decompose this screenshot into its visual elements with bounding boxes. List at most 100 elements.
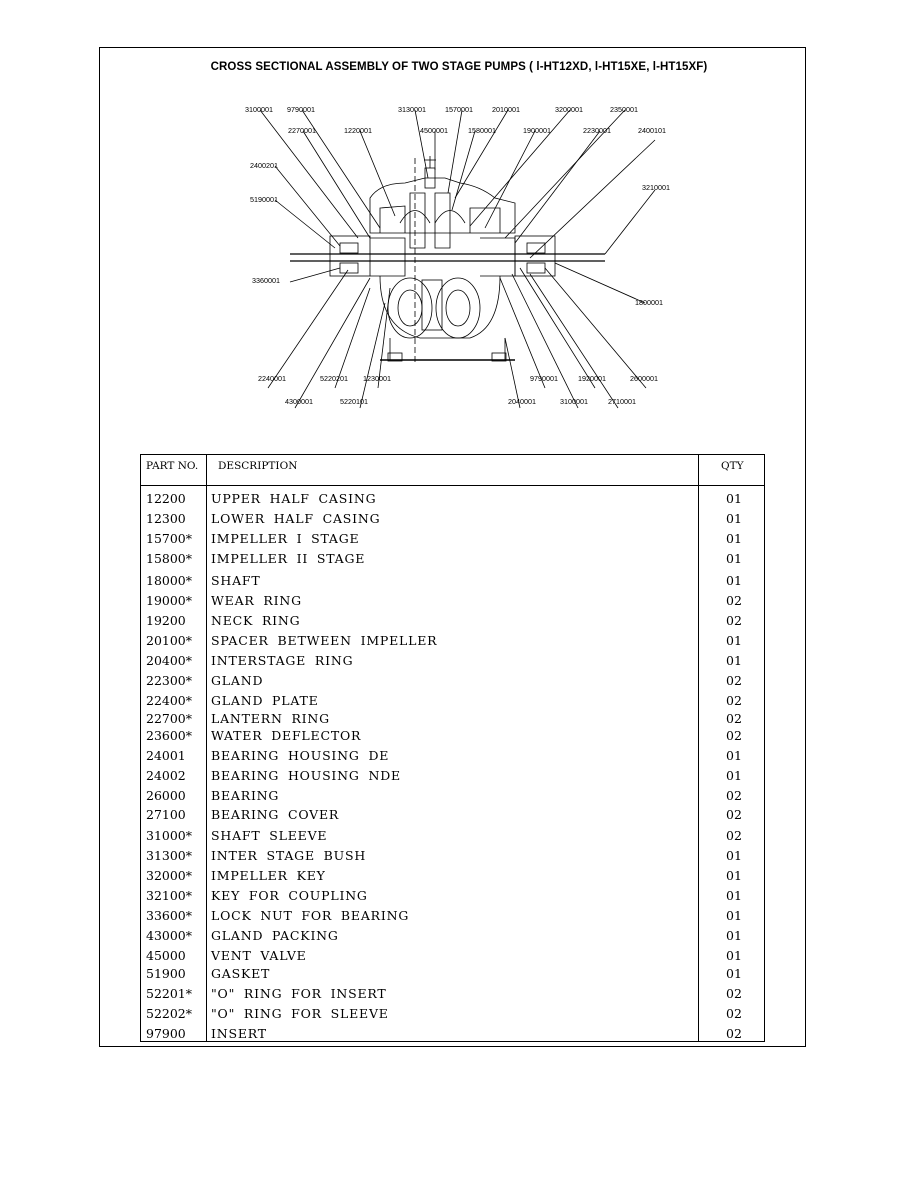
- callout-label: 1580001: [468, 126, 496, 135]
- description: INTERSTAGE RING: [211, 653, 354, 668]
- qty: 02: [726, 693, 742, 708]
- callout-label: 1570001: [445, 105, 473, 114]
- callout-label: 4500001: [420, 126, 448, 135]
- qty: 01: [726, 768, 742, 783]
- part-no: 31300*: [146, 848, 193, 863]
- part-no: 27100: [146, 807, 186, 822]
- description: WATER DEFLECTOR: [211, 728, 362, 743]
- table-row: 19200 NECK RING 02: [141, 613, 764, 631]
- part-no: 20100*: [146, 633, 193, 648]
- callout-label: 1920001: [578, 374, 606, 383]
- parts-table: PART NO. DESCRIPTION QTY 12200 UPPER HALF…: [140, 454, 765, 1042]
- callout-label: 2240001: [258, 374, 286, 383]
- description: BEARING HOUSING NDE: [211, 768, 401, 783]
- callout-label: 3210001: [642, 183, 670, 192]
- qty: 01: [726, 511, 742, 526]
- part-no: 32100*: [146, 888, 193, 903]
- description: IMPELLER II STAGE: [211, 551, 366, 566]
- qty: 01: [726, 551, 742, 566]
- part-no: 22300*: [146, 673, 193, 688]
- part-no: 52202*: [146, 1006, 193, 1021]
- qty: 01: [726, 748, 742, 763]
- callout-label: 2400101: [638, 126, 666, 135]
- qty: 01: [726, 653, 742, 668]
- table-row: 24002 BEARING HOUSING NDE 01: [141, 768, 764, 786]
- part-no: 15700*: [146, 531, 193, 546]
- qty: 02: [726, 728, 742, 743]
- qty: 02: [726, 711, 742, 726]
- part-no: 45000: [146, 948, 186, 963]
- description: VENT VALVE: [211, 948, 307, 963]
- callout-label: 3200001: [555, 105, 583, 114]
- qty: 01: [726, 491, 742, 506]
- page-title: CROSS SECTIONAL ASSEMBLY OF TWO STAGE PU…: [210, 61, 708, 73]
- table-header: PART NO. DESCRIPTION QTY: [141, 455, 764, 486]
- callout-label: 1800001: [635, 298, 663, 307]
- callout-label: 3130001: [398, 105, 426, 114]
- callout-label: 2710001: [608, 397, 636, 406]
- part-no: 19200: [146, 613, 186, 628]
- part-no: 33600*: [146, 908, 193, 923]
- qty: 01: [726, 888, 742, 903]
- description: BEARING COVER: [211, 807, 340, 822]
- qty: 01: [726, 848, 742, 863]
- description: NECK RING: [211, 613, 301, 628]
- callout-label: 2400201: [250, 161, 278, 170]
- callout-label: 5220201: [320, 374, 348, 383]
- part-no: 18000*: [146, 573, 193, 588]
- description: "O" RING FOR SLEEVE: [211, 1006, 389, 1021]
- header-part-no: PART NO.: [146, 460, 199, 472]
- table-row: 12200 UPPER HALF CASING 01: [141, 491, 764, 509]
- description: UPPER HALF CASING: [211, 491, 377, 506]
- part-no: 26000: [146, 788, 186, 803]
- callout-label: 1230001: [363, 374, 391, 383]
- part-no: 12300: [146, 511, 186, 526]
- page-border: [99, 47, 806, 1047]
- qty: 02: [726, 788, 742, 803]
- qty: 02: [726, 828, 742, 843]
- callout-label: 3360001: [252, 276, 280, 285]
- part-no: 12200: [146, 491, 186, 506]
- description: BEARING: [211, 788, 280, 803]
- callout-label: 1220001: [344, 126, 372, 135]
- callout-label: 3100001: [560, 397, 588, 406]
- header-qty: QTY: [721, 460, 744, 472]
- qty: 01: [726, 966, 742, 981]
- part-no: 43000*: [146, 928, 193, 943]
- description: KEY FOR COUPLING: [211, 888, 368, 903]
- qty: 01: [726, 531, 742, 546]
- callout-label: 3100001: [245, 105, 273, 114]
- qty: 02: [726, 807, 742, 822]
- part-no: 52201*: [146, 986, 193, 1001]
- table-row: 27100 BEARING COVER 02: [141, 807, 764, 825]
- callout-label: 2010001: [492, 105, 520, 114]
- part-no: 24002: [146, 768, 186, 783]
- qty: 02: [726, 613, 742, 628]
- description: SHAFT SLEEVE: [211, 828, 328, 843]
- callout-label: 2600001: [630, 374, 658, 383]
- qty: 01: [726, 868, 742, 883]
- qty: 02: [726, 1026, 742, 1041]
- part-no: 24001: [146, 748, 186, 763]
- part-no: 31000*: [146, 828, 193, 843]
- description: GLAND: [211, 673, 264, 688]
- callout-label: 1900001: [523, 126, 551, 135]
- table-row: 26000 BEARING 02: [141, 788, 764, 806]
- description: SHAFT: [211, 573, 261, 588]
- part-no: 15800*: [146, 551, 193, 566]
- description: WEAR RING: [211, 593, 302, 608]
